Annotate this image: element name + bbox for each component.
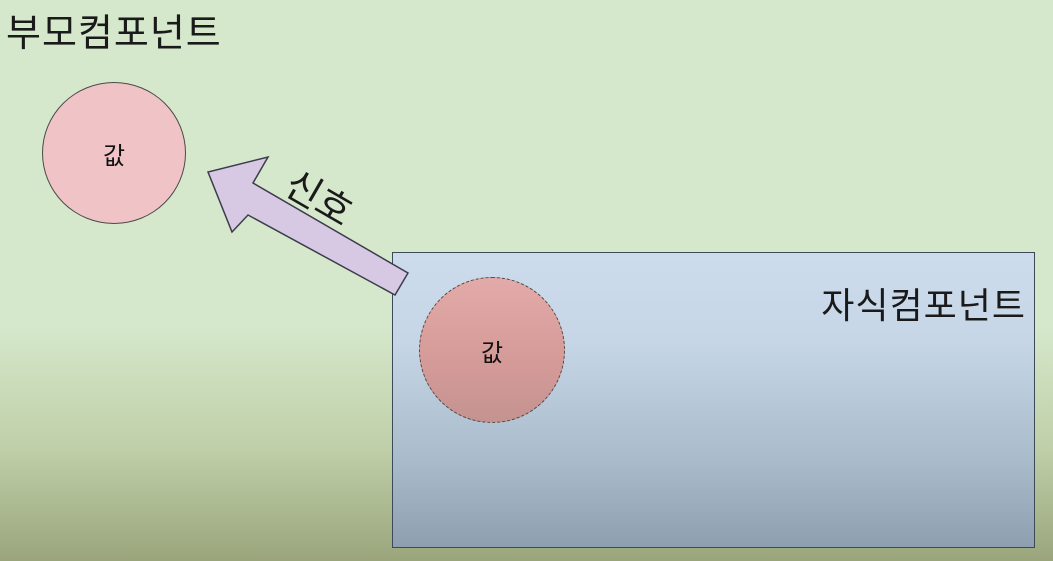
parent-component-title: 부모컴포넌트	[6, 11, 222, 55]
parent-value-label: 값	[102, 141, 126, 170]
child-component-title: 자식컴포넌트	[821, 286, 1026, 327]
child-value-label: 값	[480, 338, 504, 367]
signal-label: 신호	[277, 161, 361, 235]
child-value-circle: 값	[419, 277, 565, 423]
child-component-box: 자식컴포넌트 값	[392, 252, 1035, 548]
parent-value-circle: 값	[42, 82, 186, 224]
